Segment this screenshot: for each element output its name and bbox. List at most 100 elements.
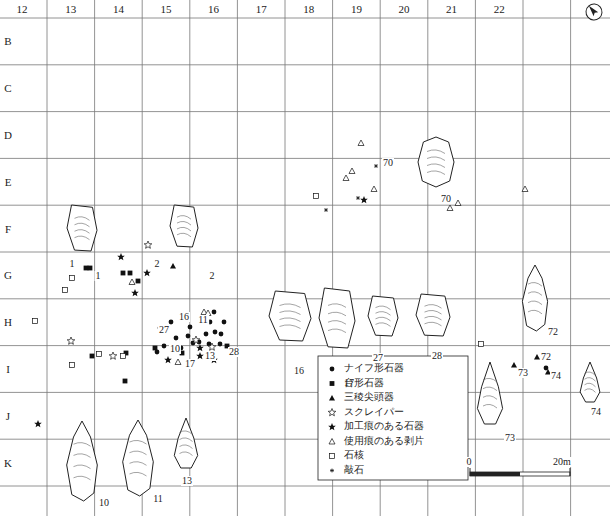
find-marker	[208, 343, 216, 350]
find-marker	[328, 423, 336, 430]
legend-text: 使用痕のある剥片	[344, 436, 424, 446]
row-letter: D	[4, 130, 12, 141]
stone-tool	[418, 137, 454, 187]
callout-number: 74	[590, 407, 602, 417]
row-letter: I	[6, 364, 10, 375]
callout-number: 1	[95, 271, 102, 281]
column-number: 21	[446, 4, 457, 15]
row-letter: E	[5, 176, 12, 187]
find-marker	[219, 332, 224, 337]
callout-number: 74	[550, 371, 562, 381]
find-marker	[67, 337, 75, 344]
callout-number: 27	[158, 325, 170, 335]
find-marker	[186, 334, 191, 339]
north-arrow	[583, 1, 606, 24]
callout-number: 10	[169, 344, 181, 354]
callout-number: 72	[547, 327, 559, 337]
legend-frame	[318, 356, 468, 480]
stone-tool	[580, 362, 600, 402]
find-marker	[121, 271, 126, 276]
find-marker	[374, 164, 378, 168]
find-marker	[174, 336, 179, 341]
callout-number: 70	[382, 158, 394, 168]
callout-number: 28	[228, 347, 240, 357]
callout-number: 11	[152, 494, 164, 504]
callout-number: 13	[181, 476, 193, 486]
find-marker	[164, 356, 172, 363]
callout-number: 11	[197, 315, 209, 325]
find-marker	[329, 439, 335, 445]
find-marker	[455, 200, 461, 206]
find-marker	[136, 279, 141, 284]
column-number: 20	[399, 4, 410, 15]
find-marker	[170, 263, 176, 269]
legend-samples	[328, 367, 336, 473]
find-marker	[175, 359, 181, 365]
column-number: 16	[208, 4, 219, 15]
callout-number: 2	[209, 271, 216, 281]
find-marker	[144, 241, 152, 248]
callout-number: 2	[154, 259, 161, 269]
callout-number: 1	[69, 259, 76, 269]
row-letter: G	[4, 270, 12, 281]
find-marker	[117, 253, 125, 260]
find-marker	[358, 140, 364, 146]
find-marker	[162, 344, 167, 349]
find-marker	[109, 352, 117, 359]
find-marker	[169, 320, 174, 325]
column-number: 19	[351, 4, 362, 15]
find-marker	[328, 409, 336, 416]
callout-number: 16	[178, 312, 190, 322]
legend-text: ナイフ形石器	[344, 363, 404, 373]
find-marker	[143, 269, 151, 276]
find-marker	[314, 194, 319, 199]
stone-tool-drawings	[67, 137, 600, 501]
callout-number: 72	[540, 352, 552, 362]
find-marker	[153, 346, 158, 351]
find-marker	[63, 288, 68, 293]
find-marker	[129, 279, 135, 285]
find-marker	[343, 175, 349, 181]
stone-tool	[477, 362, 502, 424]
stone-tool	[67, 205, 97, 251]
find-marker	[349, 168, 355, 174]
row-letter: B	[4, 36, 11, 47]
column-number: 13	[65, 4, 76, 15]
callout-number: 73	[517, 368, 529, 378]
find-marker	[222, 320, 227, 325]
find-marker	[192, 336, 200, 343]
legend-text: スクレイパー	[344, 407, 404, 417]
legend-text: 敲石	[344, 465, 364, 475]
stone-tool	[269, 291, 311, 341]
row-letter: F	[5, 223, 11, 234]
find-marker	[128, 271, 133, 276]
column-number: 22	[494, 4, 505, 15]
find-marker	[70, 363, 75, 368]
find-marker	[196, 352, 204, 359]
column-number: 14	[113, 4, 124, 15]
find-marker	[123, 379, 128, 384]
callout-number: 13	[204, 351, 216, 361]
row-letter: C	[4, 83, 11, 94]
find-marker	[330, 367, 335, 372]
column-number: 18	[303, 4, 314, 15]
find-marker	[34, 420, 42, 427]
column-number: 12	[17, 4, 28, 15]
callout-number: 70	[440, 194, 452, 204]
stone-tool	[174, 418, 197, 468]
stone-tool	[319, 288, 355, 348]
column-number: 15	[161, 4, 172, 15]
row-letter: J	[6, 410, 10, 421]
legend-text: 石核	[344, 450, 364, 460]
find-marker	[330, 381, 335, 386]
stone-tool	[416, 294, 450, 336]
find-marker	[218, 342, 223, 347]
find-marker	[212, 310, 217, 315]
stone-tool	[170, 205, 198, 247]
callout-number: 73	[504, 433, 516, 443]
callout-number: 27	[372, 353, 384, 363]
find-markers	[33, 140, 551, 427]
find-marker	[479, 342, 484, 347]
